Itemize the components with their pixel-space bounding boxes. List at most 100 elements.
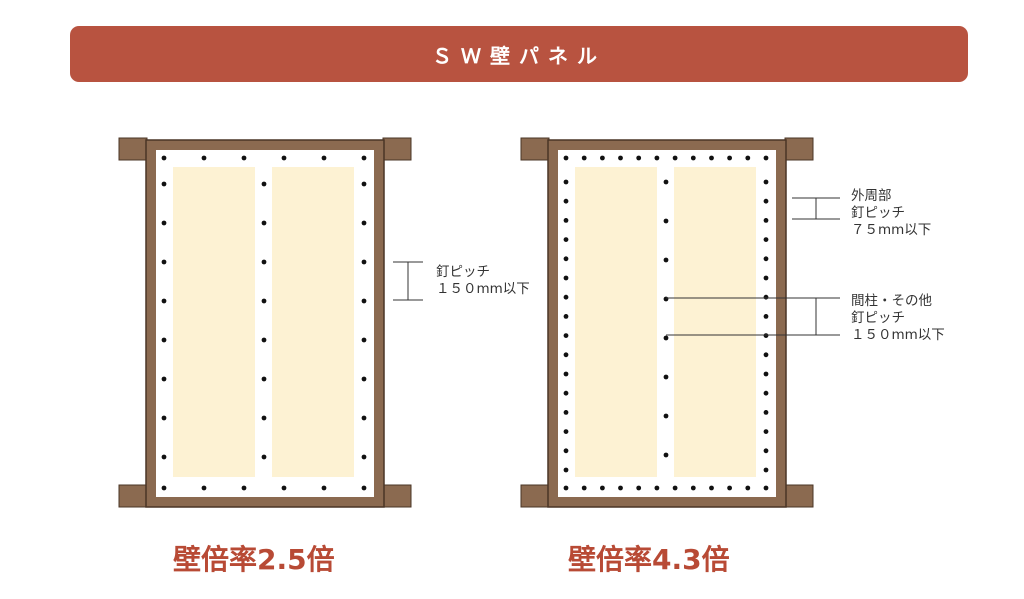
panel-1-plate-stub bbox=[382, 137, 412, 161]
panel-2-nail bbox=[600, 485, 605, 491]
panel-2-nail bbox=[663, 335, 669, 341]
panel-1-nail bbox=[361, 181, 367, 187]
panel-1-nail bbox=[241, 155, 247, 161]
panel-2-nail bbox=[763, 218, 769, 223]
panel-1-nail bbox=[261, 376, 267, 382]
panel-2-plate-stub bbox=[784, 137, 814, 161]
panel-1-nail bbox=[261, 337, 267, 343]
panel-1-nail bbox=[161, 298, 167, 304]
panel-1-nail bbox=[161, 155, 167, 161]
panel-2-nail bbox=[763, 294, 769, 300]
panel-1-nail bbox=[241, 485, 247, 491]
panel-2-nail bbox=[745, 485, 751, 491]
panel-1-nail bbox=[361, 259, 367, 265]
panel-2-nail bbox=[663, 296, 669, 302]
panel-2-nail bbox=[763, 179, 769, 185]
label-line: ７５mm以下 bbox=[851, 222, 932, 238]
panel-2-nail bbox=[563, 390, 569, 396]
panel-2-nail bbox=[727, 155, 732, 161]
panel-1-nail bbox=[361, 155, 367, 161]
panel-2-nail bbox=[663, 374, 669, 380]
panel-2-nail bbox=[563, 294, 569, 300]
panel-2-nail bbox=[563, 333, 569, 338]
label-line: 外周部 bbox=[851, 188, 892, 204]
panel-2-nail bbox=[763, 256, 769, 262]
panel-2-nail bbox=[763, 237, 769, 243]
panel-1-nail bbox=[281, 485, 287, 491]
panel-2-nail bbox=[618, 155, 623, 161]
panel-1-board-right bbox=[272, 167, 354, 477]
panel-2-plate-stub bbox=[520, 484, 550, 508]
panel-2-nail bbox=[672, 155, 678, 161]
panel-2-nail bbox=[727, 485, 732, 491]
panel-2-nail bbox=[563, 352, 569, 358]
panel-1-nail bbox=[161, 415, 167, 421]
panel-1-nail bbox=[261, 220, 267, 226]
panel-2-nail bbox=[581, 155, 587, 161]
panel-2-nail bbox=[563, 448, 569, 454]
panel-2-nail bbox=[763, 314, 769, 319]
label-line: 間柱・その他 bbox=[851, 293, 932, 309]
panel-1-nail bbox=[161, 337, 167, 343]
panel-2-nail bbox=[563, 275, 569, 281]
label-line: 釘ピッチ bbox=[436, 264, 490, 280]
panel-1-nail bbox=[161, 376, 167, 382]
panel-2-nail bbox=[654, 155, 660, 161]
label-line: １５０mm以下 bbox=[851, 327, 945, 343]
panel-2-perimeter-pitch-label: 外周部 釘ピッチ ７５mm以下 bbox=[851, 188, 931, 239]
panel-1-nail bbox=[361, 376, 367, 382]
panel-2-nail bbox=[663, 452, 669, 458]
panel-2-nail bbox=[563, 314, 569, 319]
label-line: 釘ピッチ bbox=[851, 205, 905, 221]
panel-2-nail bbox=[563, 371, 569, 377]
panel-1-nail bbox=[361, 337, 367, 343]
panel-1-nail bbox=[261, 415, 267, 421]
panel-1-nail bbox=[261, 454, 267, 460]
banner-title: ＳＷ壁パネル bbox=[432, 43, 606, 68]
panel-2-nail bbox=[763, 390, 769, 396]
panel-2-nail bbox=[763, 429, 769, 434]
panel-2-nail bbox=[709, 155, 714, 161]
panel-2-nail bbox=[763, 333, 769, 338]
panel-2-nail bbox=[663, 218, 669, 224]
panel-2-nail bbox=[563, 218, 569, 223]
panel-2-board-left bbox=[575, 167, 657, 477]
panel-1-nail bbox=[161, 259, 167, 265]
panel-2-nail bbox=[763, 371, 769, 377]
title-banner: ＳＷ壁パネル bbox=[70, 26, 968, 82]
panel-2-nail bbox=[563, 198, 569, 204]
panel-1-plate-stub bbox=[118, 137, 148, 161]
panel-2-plate-stub bbox=[784, 484, 814, 508]
panel-2-nail bbox=[663, 179, 669, 185]
panel-2-stud-pitch-label: 間柱・その他 釘ピッチ １５０mm以下 bbox=[851, 293, 945, 344]
panel-1-nail bbox=[361, 415, 367, 421]
panel-2-board-right bbox=[674, 167, 756, 477]
panel-2-nail bbox=[672, 485, 678, 491]
panel-2-nail bbox=[763, 448, 769, 454]
panel-1-nail bbox=[201, 155, 207, 161]
panel-2-nail bbox=[563, 155, 569, 161]
panel-2-nail bbox=[763, 155, 769, 161]
panel-1-board-left bbox=[173, 167, 255, 477]
panel-1-nail bbox=[261, 259, 267, 265]
panel-2-nail bbox=[763, 410, 769, 415]
panel-2-nail bbox=[745, 155, 751, 161]
panel-2-nail bbox=[654, 485, 660, 491]
panel-2-nail bbox=[600, 155, 605, 161]
panel-1-nail bbox=[361, 454, 367, 460]
panel-2-nail bbox=[763, 467, 769, 473]
panel-1-nail bbox=[261, 181, 267, 187]
panel-1-rating: 壁倍率2.5倍 bbox=[173, 543, 335, 576]
panel-2-nail bbox=[563, 410, 569, 415]
panel-1-nail bbox=[361, 298, 367, 304]
panel-2-plate-stub bbox=[520, 137, 550, 161]
panel-1-nail bbox=[321, 485, 327, 491]
panel-2-nail bbox=[563, 179, 569, 185]
panel-1-nail bbox=[361, 220, 367, 226]
panel-1-plate-stub bbox=[382, 484, 412, 508]
panel-2-nail bbox=[763, 275, 769, 281]
panel-2-nail bbox=[618, 485, 623, 491]
panel-2-nail bbox=[563, 256, 569, 262]
panel-2-nail bbox=[690, 485, 696, 491]
